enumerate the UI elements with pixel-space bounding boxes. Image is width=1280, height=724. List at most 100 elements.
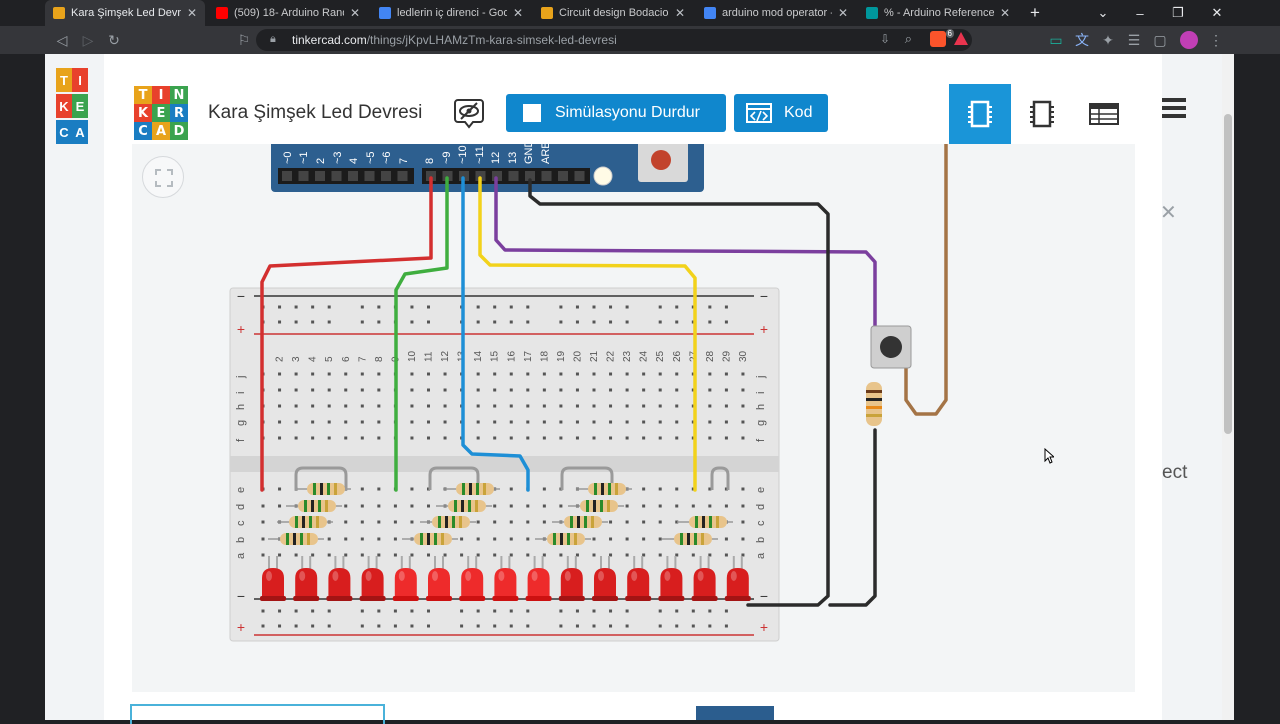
breadboard-hole: [542, 487, 546, 491]
rail-hole: [460, 609, 464, 613]
tab-close-icon[interactable]: ✕: [674, 6, 685, 20]
scrollbar-thumb[interactable]: [1224, 114, 1232, 434]
browser-tab[interactable]: arduino mod operator - Goog✕: [696, 0, 856, 26]
background-page-right: [1162, 54, 1222, 720]
breadboard-hole: [675, 372, 679, 376]
menu-icon[interactable]: ⋮: [1209, 31, 1223, 48]
window-close-button[interactable]: ✕: [1211, 5, 1223, 20]
reading-list-icon[interactable]: ☰: [1127, 31, 1141, 48]
breadboard-hole: [344, 388, 348, 392]
tab-search-icon[interactable]: ⌄: [1097, 5, 1109, 20]
breadboard-hole: [327, 388, 331, 392]
hide-eye-icon[interactable]: [452, 96, 486, 130]
rail-hole: [559, 609, 563, 613]
breadboard-hole: [460, 553, 464, 557]
rail-hole: [658, 305, 662, 309]
rail-hole: [708, 305, 712, 309]
header-pin: [459, 171, 469, 181]
resistor-band: [434, 533, 437, 545]
rail-hole: [427, 624, 430, 628]
led-base: [326, 596, 353, 601]
minimize-button[interactable]: –: [1136, 5, 1144, 21]
fit-view-button[interactable]: [142, 156, 184, 198]
forward-icon[interactable]: ▷: [82, 31, 94, 48]
browser-tab[interactable]: % - Arduino Reference ✕: [858, 0, 1018, 26]
zoom-icon[interactable]: ⌕: [904, 31, 912, 46]
resistor-band: [475, 500, 478, 512]
view-schematic-button[interactable]: [1011, 84, 1073, 144]
rail-hole: [311, 305, 315, 309]
rail-label: −: [760, 588, 768, 604]
extension-icon[interactable]: ▭: [1049, 31, 1063, 48]
wallet-icon[interactable]: ▢: [1153, 31, 1167, 48]
breadboard-hole: [675, 404, 679, 408]
led-highlight: [664, 571, 671, 581]
restore-button[interactable]: ❐: [1172, 5, 1184, 20]
hamburger-icon[interactable]: [1162, 96, 1186, 120]
browser-tab[interactable]: ledlerin iç direnci - Google'da✕: [371, 0, 531, 26]
brave-rewards-icon[interactable]: [954, 32, 968, 45]
tab-title: % - Arduino Reference: [884, 7, 994, 19]
browser-tab[interactable]: Kara Şimşek Led Devresi✕: [45, 0, 205, 26]
brave-shield-icon[interactable]: [930, 31, 946, 47]
new-tab-button[interactable]: +: [1030, 3, 1040, 22]
bottom-tab[interactable]: [130, 704, 385, 724]
header-pin: [331, 171, 342, 181]
breadboard-hole: [542, 372, 546, 376]
scrollbar[interactable]: [1222, 54, 1234, 720]
stop-simulation-button[interactable]: Simülasyonu Durdur: [506, 94, 726, 132]
jumper-wire: [560, 466, 614, 490]
view-circuit-button[interactable]: [949, 84, 1011, 144]
rail-hole: [575, 624, 579, 628]
row-letter: f: [755, 438, 767, 442]
breadboard-hole: [526, 404, 530, 408]
resistor-band: [441, 533, 444, 545]
row-letter: d: [235, 504, 247, 510]
led: [494, 568, 517, 598]
rail-hole: [675, 305, 679, 309]
translate-icon[interactable]: 文: [1075, 32, 1089, 48]
rail-hole: [658, 624, 662, 628]
column-number: 17: [523, 350, 534, 362]
rail-hole: [691, 609, 695, 613]
tab-close-icon[interactable]: ✕: [837, 6, 848, 20]
rail-hole: [327, 624, 331, 628]
breadboard-hole: [311, 553, 315, 557]
jumper-wire: [294, 466, 348, 490]
breadboard-hole: [509, 388, 513, 392]
breadboard-hole: [575, 436, 579, 440]
led: [627, 568, 650, 598]
led-highlight: [332, 571, 339, 581]
breadboard-hole: [261, 553, 265, 557]
bookmark-icon[interactable]: ⚐: [237, 31, 251, 48]
install-icon[interactable]: ⇩: [879, 32, 890, 46]
row-letter: a: [235, 552, 247, 559]
tab-title: Circuit design Bodacious Jaba: [559, 7, 669, 19]
breadboard-hole: [443, 436, 447, 440]
rail-hole: [575, 609, 579, 613]
resistor: [456, 483, 494, 495]
puzzle-icon[interactable]: ✦: [1102, 31, 1114, 48]
address-bar[interactable]: 🔒︎ tinkercad.com/things/jKpvLHAMzTm-kara…: [256, 29, 972, 51]
profile-avatar[interactable]: [1180, 31, 1198, 49]
resistor-band: [461, 500, 464, 512]
tab-close-icon[interactable]: ✕: [999, 6, 1010, 20]
back-icon[interactable]: ◁: [56, 31, 68, 48]
view-components-list-button[interactable]: [1073, 84, 1135, 144]
logo-letter: R: [170, 104, 188, 122]
resistor-band: [313, 483, 316, 495]
resistor-band: [694, 533, 697, 545]
logo-letter: T: [134, 86, 152, 104]
reload-icon[interactable]: ↻: [108, 31, 120, 48]
code-button[interactable]: Kod: [734, 94, 828, 132]
browser-tab[interactable]: (509) 18- Arduino Random Le✕: [208, 0, 368, 26]
browser-tab[interactable]: Circuit design Bodacious Jaba ✕: [533, 0, 693, 26]
tab-close-icon[interactable]: ✕: [349, 6, 360, 20]
column-number: 18: [539, 350, 550, 362]
led-base: [293, 596, 320, 601]
rail-hole: [592, 624, 596, 628]
tab-close-icon[interactable]: ✕: [186, 6, 197, 20]
tab-close-icon[interactable]: ✕: [512, 6, 523, 20]
